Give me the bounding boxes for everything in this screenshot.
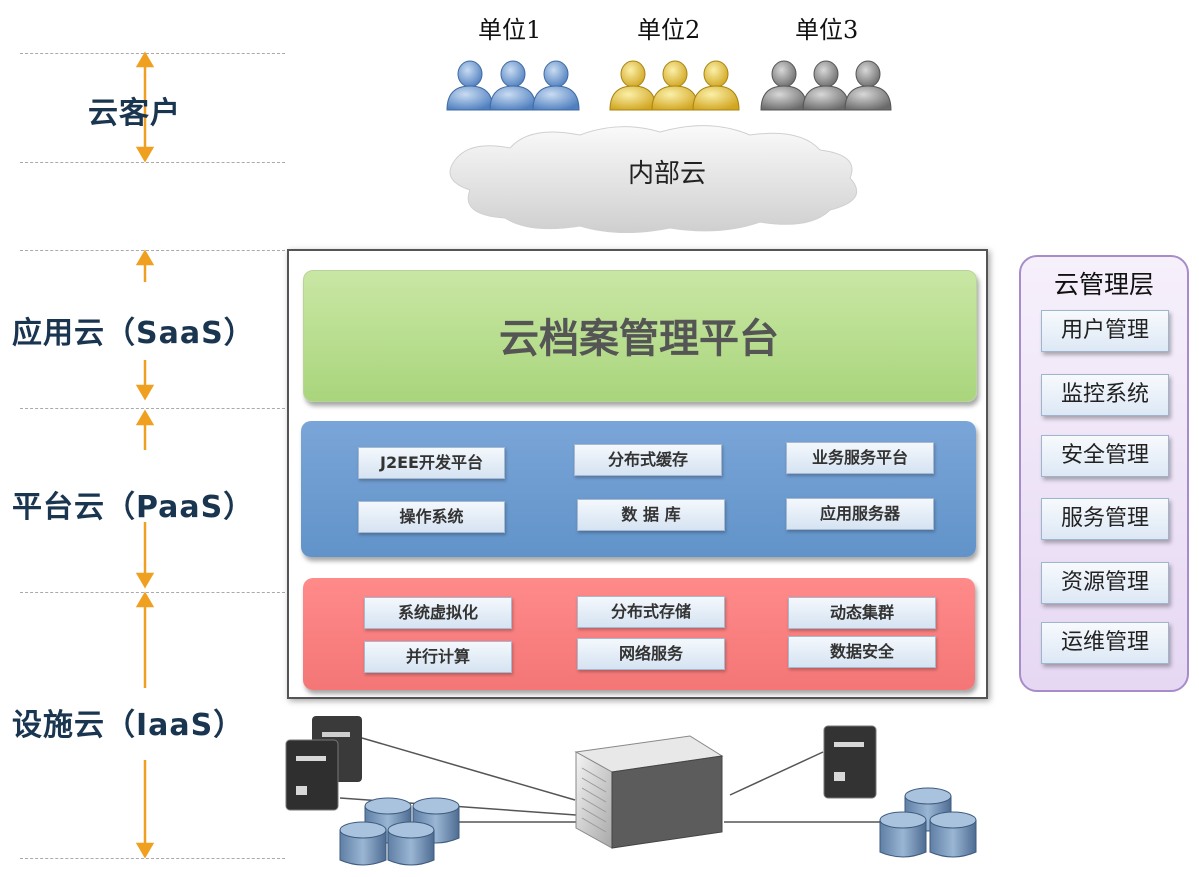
mgmt-item-monitor: 监控系统 — [1041, 374, 1169, 416]
mgmt-item-service: 服务管理 — [1041, 498, 1169, 540]
arrow-icon — [135, 409, 155, 589]
unit-label-1: 单位1 — [478, 16, 542, 44]
paas-item: 业务服务平台 — [786, 442, 934, 474]
paas-item: 应用服务器 — [786, 498, 934, 530]
unit-label-3: 单位3 — [795, 16, 859, 44]
user-group-icon — [760, 60, 892, 111]
paas-item: 操作系统 — [358, 501, 505, 533]
unit-label-2: 单位2 — [637, 16, 701, 44]
user-group-icon — [609, 60, 740, 111]
mainframe-icon — [574, 735, 724, 849]
iaas-item: 动态集群 — [788, 597, 936, 629]
management-layer-title: 云管理层 — [1053, 270, 1154, 299]
database-icon — [339, 797, 460, 866]
arrow-icon — [135, 51, 155, 163]
iaas-item: 系统虚拟化 — [364, 597, 512, 629]
cloud-icon — [449, 125, 858, 233]
paas-item: J2EE开发平台 — [358, 447, 505, 479]
mgmt-item-user: 用户管理 — [1041, 310, 1169, 352]
cloud-label: 内部云 — [628, 159, 707, 189]
database-icon — [879, 787, 977, 858]
paas-item: 数 据 库 — [577, 499, 725, 531]
saas-platform-title: 云档案管理平台 — [499, 316, 779, 362]
mgmt-item-security: 安全管理 — [1041, 435, 1169, 477]
arrow-icon — [135, 591, 155, 859]
iaas-item: 分布式存储 — [577, 596, 725, 628]
iaas-item: 并行计算 — [364, 641, 512, 673]
divider-line — [20, 408, 290, 409]
divider-line — [20, 162, 285, 163]
paas-item: 分布式缓存 — [574, 444, 722, 476]
mgmt-item-resource: 资源管理 — [1041, 562, 1169, 604]
user-group-icon — [446, 60, 580, 111]
divider-line — [20, 858, 285, 859]
layer-label-saas: 应用云（SaaS） — [12, 316, 255, 351]
layer-arrows — [135, 51, 155, 859]
mgmt-item-ops: 运维管理 — [1041, 622, 1169, 664]
layer-label-client: 云客户 — [88, 96, 181, 131]
divider-line — [20, 53, 285, 54]
saas-band — [303, 270, 977, 402]
divider-line — [20, 592, 290, 593]
layer-label-iaas: 设施云（IaaS） — [12, 708, 245, 743]
server-icon — [823, 725, 877, 799]
arrow-icon — [135, 249, 155, 401]
server-icon — [285, 739, 339, 811]
divider-line — [20, 250, 285, 251]
layer-label-paas: 平台云（PaaS） — [12, 490, 255, 525]
iaas-item: 数据安全 — [788, 636, 936, 668]
iaas-item: 网络服务 — [577, 638, 725, 670]
